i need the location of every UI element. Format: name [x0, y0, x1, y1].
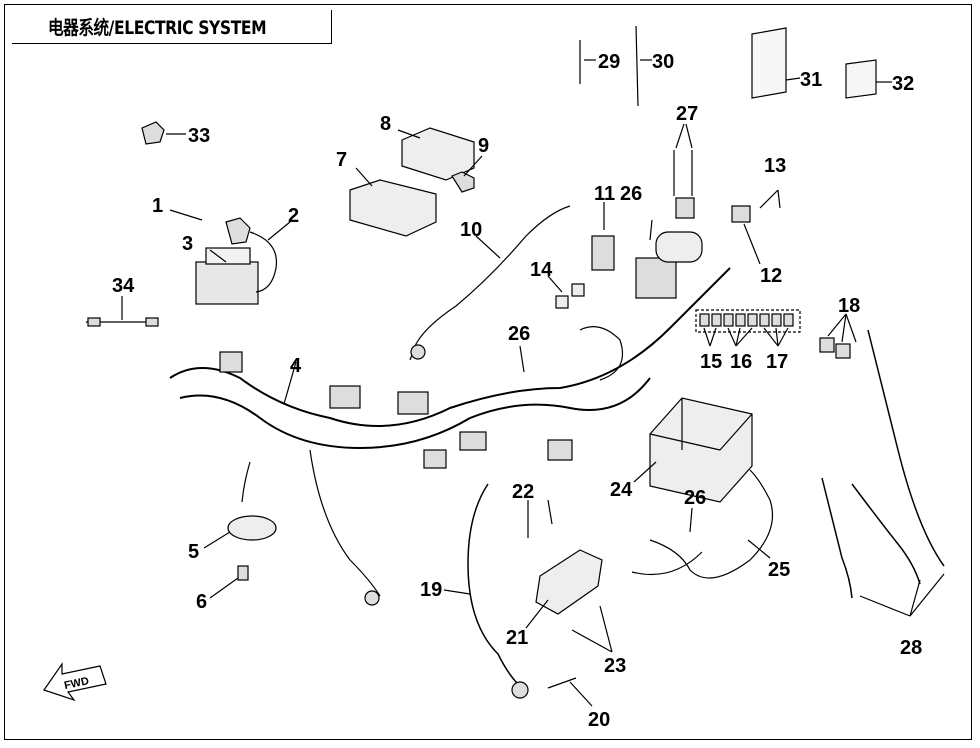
part-label-34: 34 [112, 275, 135, 297]
fwd-label: FWD [63, 675, 90, 692]
part-label-26c: 26 [684, 487, 706, 509]
part-label-7: 7 [336, 149, 347, 171]
part-label-31: 31 [800, 69, 822, 91]
part-label-14: 14 [530, 259, 553, 281]
part-label-23: 23 [604, 655, 626, 677]
diagram-title: 电器系统/ELECTRIC SYSTEM [48, 17, 267, 39]
part-label-21: 21 [506, 627, 528, 649]
part-label-6: 6 [196, 591, 207, 613]
diagram-frame [4, 4, 972, 740]
part-label-26a: 26 [620, 183, 642, 205]
part-label-4: 4 [290, 355, 302, 377]
part-label-9: 9 [478, 135, 489, 157]
part-label-28: 28 [900, 637, 922, 659]
part-label-3: 3 [182, 233, 193, 255]
part-label-33: 33 [188, 125, 210, 147]
part-label-15: 15 [700, 351, 722, 373]
part-label-16: 16 [730, 351, 752, 373]
part-label-20: 20 [588, 709, 610, 731]
part-label-30: 30 [652, 51, 674, 73]
part-label-12: 12 [760, 265, 782, 287]
part-label-22: 22 [512, 481, 534, 503]
part-label-25: 25 [768, 559, 790, 581]
part-label-10: 10 [460, 219, 482, 241]
connector-33-shape [141, 121, 165, 145]
part-label-5: 5 [188, 541, 199, 563]
part-label-29: 29 [598, 51, 620, 73]
part-label-19: 19 [420, 579, 442, 601]
fuse-box-shape [195, 261, 259, 305]
part-label-13: 13 [764, 155, 786, 177]
part-label-8: 8 [380, 113, 391, 135]
title-box: 电器系统/ELECTRIC SYSTEM [12, 10, 332, 44]
part-label-18: 18 [838, 295, 860, 317]
part-label-26b: 26 [508, 323, 530, 345]
part-label-17: 17 [766, 351, 788, 373]
part-label-24: 24 [610, 479, 633, 501]
part-label-2: 2 [288, 205, 299, 227]
part-label-27: 27 [676, 103, 698, 125]
part-label-1: 1 [152, 195, 163, 217]
part-label-11: 11 [594, 183, 615, 205]
part-label-32: 32 [892, 73, 914, 95]
